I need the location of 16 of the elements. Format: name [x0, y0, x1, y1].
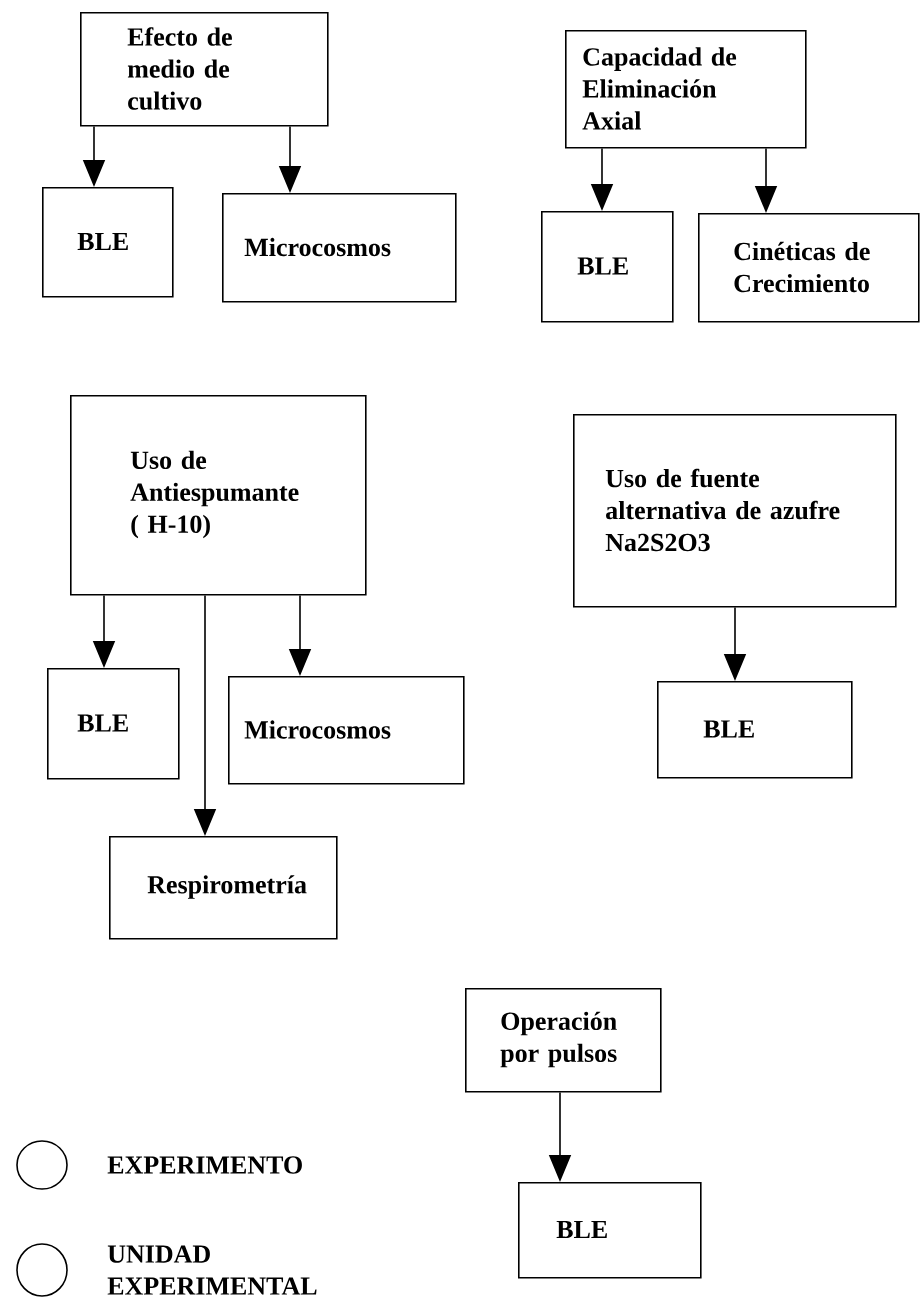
- process-box: Uso de fuente alternativa de azufre Na2S2O3: [573, 414, 897, 608]
- process-box: Efecto de medio de cultivo: [80, 12, 329, 127]
- process-box: Cinéticas de Crecimiento: [698, 213, 920, 323]
- legend-text: UNIDAD EXPERIMENTAL: [107, 1245, 317, 1295]
- process-box: BLE: [541, 211, 674, 323]
- process-box: Microcosmos: [222, 193, 457, 303]
- process-box: BLE: [657, 681, 853, 779]
- process-box: BLE: [47, 668, 180, 780]
- process-box: BLE: [518, 1182, 702, 1279]
- process-box: Operación por pulsos: [465, 988, 662, 1093]
- process-box: Capacidad de Eliminación Axial: [565, 30, 807, 149]
- process-box: Respirometría: [109, 836, 338, 940]
- process-box: Uso de Antiespumante ( H-10): [70, 395, 367, 596]
- process-box: Microcosmos: [228, 676, 465, 785]
- process-box: BLE: [42, 187, 174, 298]
- legend-text: EXPERIMENTO: [107, 1156, 302, 1174]
